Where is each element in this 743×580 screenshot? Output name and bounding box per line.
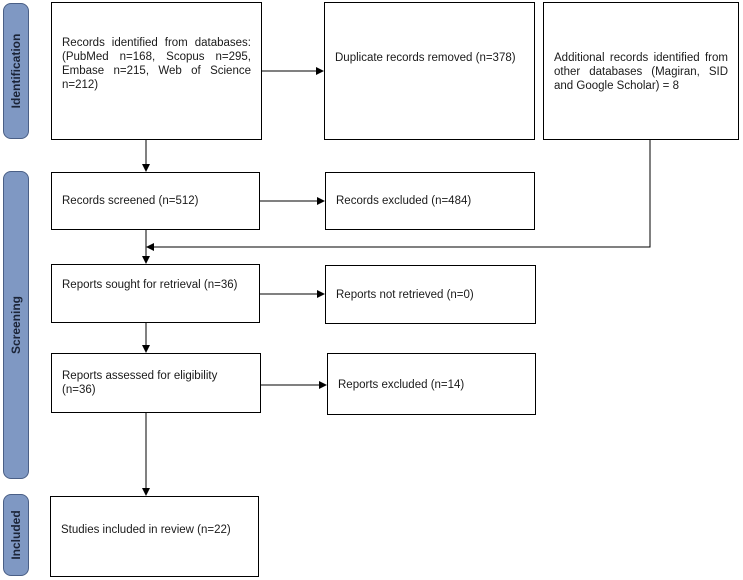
additional-records-box: Additional records identified from other…	[543, 2, 739, 140]
stage-identification: Identification	[3, 3, 29, 139]
reports-not-retrieved-text: Reports not retrieved (n=0)	[336, 289, 474, 301]
duplicates-removed-box: Duplicate records removed (n=378)	[324, 2, 535, 140]
reports-assessed-box: Reports assessed for eligibility (n=36)	[51, 353, 261, 413]
reports-sought-box: Reports sought for retrieval (n=36)	[51, 264, 260, 323]
records-screened-text: Records screened (n=512)	[62, 195, 199, 207]
stage-included: Included	[3, 494, 29, 576]
reports-sought-text: Reports sought for retrieval (n=36)	[62, 279, 238, 291]
records-excluded-text: Records excluded (n=484)	[336, 195, 472, 207]
reports-excluded-box: Reports excluded (n=14)	[327, 353, 536, 415]
reports-assessed-text: Reports assessed for eligibility (n=36)	[62, 370, 218, 396]
records-identified-box: Records identified from databases: (PubM…	[51, 2, 262, 140]
additional-records-text: Additional records identified from other…	[554, 52, 728, 92]
records-screened-box: Records screened (n=512)	[51, 172, 260, 230]
studies-included-box: Studies included in review (n=22)	[50, 496, 259, 577]
reports-not-retrieved-box: Reports not retrieved (n=0)	[325, 265, 536, 324]
duplicates-removed-text: Duplicate records removed (n=378)	[335, 52, 516, 64]
stage-screening: Screening	[3, 171, 29, 479]
records-identified-text: Records identified from databases: (PubM…	[62, 37, 251, 91]
arrow-additional-to-flow	[146, 140, 651, 251]
reports-excluded-text: Reports excluded (n=14)	[338, 379, 465, 391]
records-excluded-box: Records excluded (n=484)	[325, 172, 535, 230]
studies-included-text: Studies included in review (n=22)	[61, 524, 231, 536]
